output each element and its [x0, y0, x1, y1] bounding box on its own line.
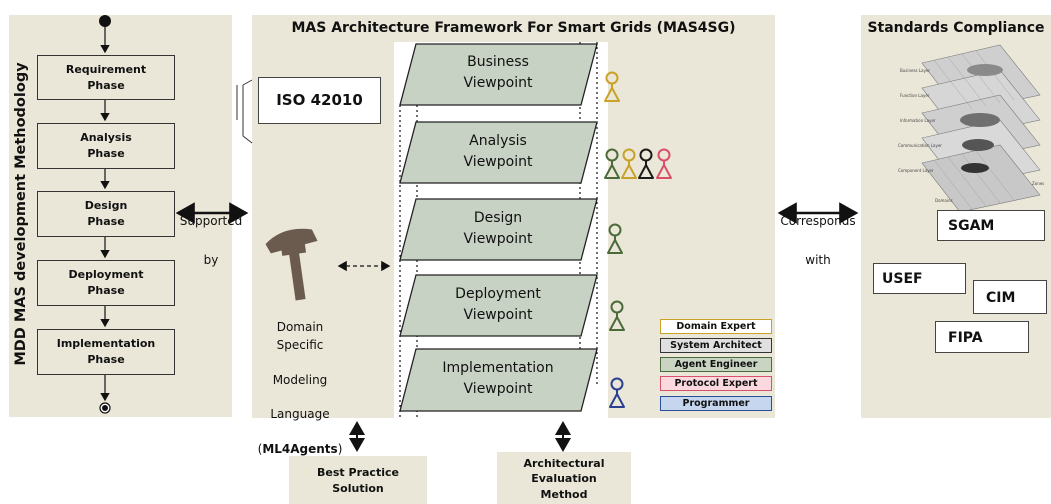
phase-deployment[interactable]: Deployment Phase — [37, 260, 175, 306]
legend-agent-engineer: Agent Engineer — [660, 357, 772, 372]
sgam-layer-labels: Business Layer Function Layer Informatio… — [898, 68, 1044, 203]
viewpoint-business[interactable]: Business Viewpoint — [463, 54, 533, 91]
viewpoint-implementation[interactable]: Implementation Viewpoint — [442, 360, 554, 397]
legend-programmer: Programmer — [660, 396, 772, 411]
best-practice-box[interactable]: Best Practice Solution — [289, 456, 427, 504]
sgam-label: Domains — [935, 198, 953, 203]
sgam-label: Component Layer — [898, 168, 934, 173]
legend-system-architect: System Architect — [660, 338, 772, 353]
standard-cim[interactable]: CIM — [973, 280, 1047, 314]
sgam-label: Function Layer — [900, 93, 930, 98]
sgam-label: Information Layer — [900, 118, 936, 123]
viewpoint-design[interactable]: Design Viewpoint — [463, 210, 533, 247]
viewpoint-analysis-shape — [399, 121, 598, 184]
phase-design[interactable]: Design Phase — [37, 191, 175, 237]
phase-label: Implementation Phase — [56, 337, 156, 366]
phase-label: Requirement Phase — [65, 62, 147, 92]
viewpoint-implementation-shape — [399, 348, 598, 412]
sgam-label: Zones — [1032, 181, 1044, 186]
legend-domain-expert: Domain Expert — [660, 319, 772, 334]
phase-label: Deployment Phase — [68, 268, 144, 297]
dsml-label: Domain Specific Modeling Language (ML4Ag… — [257, 320, 343, 457]
phase-analysis[interactable]: Analysis Phase — [37, 123, 175, 169]
evaluation-method-box[interactable]: Architectural Evaluation Method — [497, 452, 631, 504]
standard-sgam[interactable]: SGAM — [937, 210, 1045, 241]
standard-fipa[interactable]: FIPA — [935, 321, 1029, 353]
viewpoint-deployment-shape — [399, 274, 598, 337]
sgam-label: Business Layer — [900, 68, 930, 73]
viewpoint-design-shape — [399, 198, 598, 261]
viewpoint-deployment[interactable]: Deployment Viewpoint — [455, 286, 541, 323]
phase-requirement[interactable]: Requirement Phase — [37, 55, 175, 100]
legend-protocol-expert: Protocol Expert — [660, 376, 772, 391]
standard-usef[interactable]: USEF — [873, 263, 966, 294]
phase-label: Analysis Phase — [80, 131, 132, 160]
standards-title: Standards Compliance — [867, 20, 1045, 36]
sgam-label: Communication Layer — [898, 143, 942, 148]
viewpoint-analysis[interactable]: Analysis Viewpoint — [463, 133, 533, 170]
framework-title: MAS Architecture Framework For Smart Gri… — [291, 20, 736, 36]
start-node — [99, 15, 111, 27]
phase-implementation[interactable]: Implementation Phase — [37, 329, 175, 375]
phase-label: Design Phase — [84, 199, 128, 228]
viewpoint-business-shape — [399, 43, 598, 106]
iso-42010-box[interactable]: ISO 42010 — [258, 77, 381, 124]
